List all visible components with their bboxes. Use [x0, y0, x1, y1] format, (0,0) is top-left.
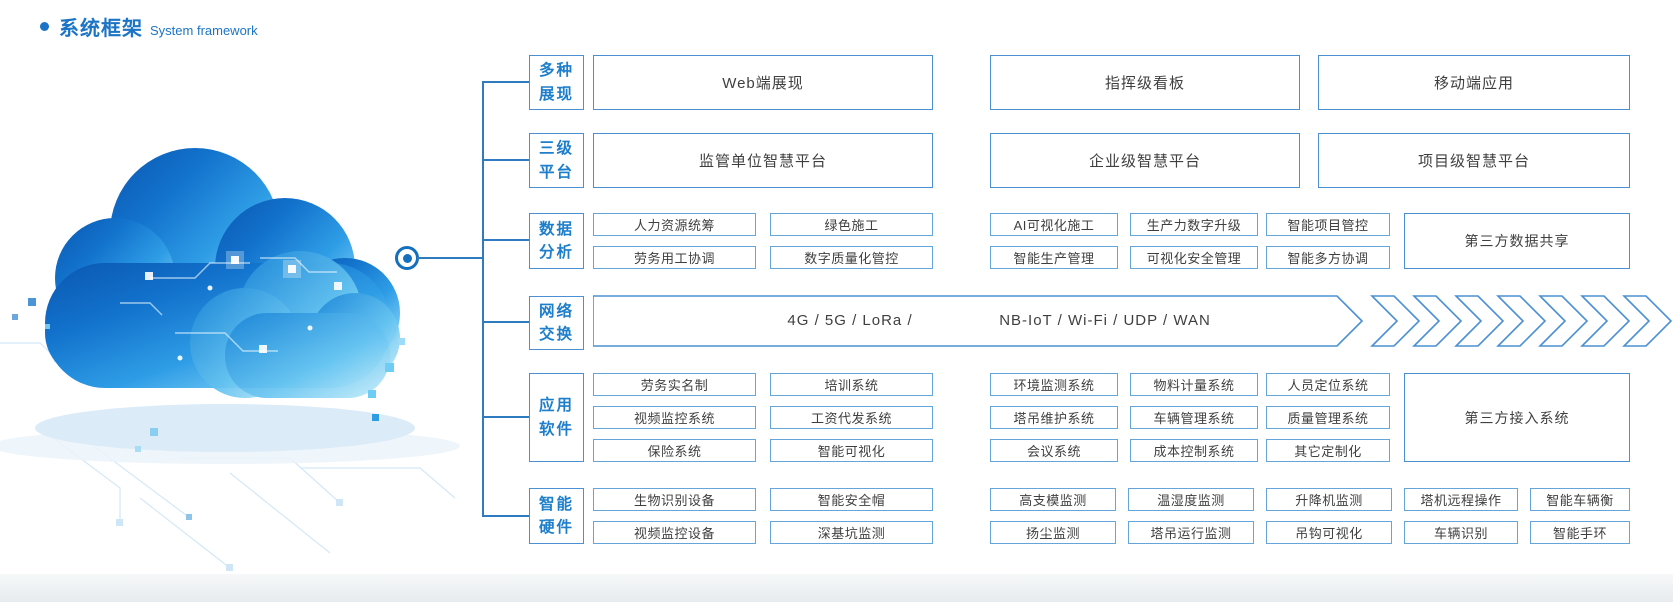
- diagram-box: 智能手环: [1530, 521, 1630, 544]
- diagram-box: 智能安全帽: [770, 488, 933, 511]
- diagram-box: 升降机监测: [1266, 488, 1392, 511]
- connector-spine: [482, 81, 484, 517]
- diagram-box: 生物识别设备: [593, 488, 756, 511]
- diagram-box: 可视化安全管理: [1130, 246, 1258, 269]
- diagram-box: 环境监测系统: [990, 373, 1118, 396]
- hub-node-icon: [395, 246, 419, 270]
- chevron-arrows-icon: [1370, 295, 1673, 347]
- diagram-box: 车辆管理系统: [1130, 406, 1258, 429]
- connector-stub: [483, 239, 529, 241]
- connector-stub: [483, 159, 529, 161]
- diagram-box: 其它定制化: [1266, 439, 1390, 462]
- floor-strip: [0, 574, 1673, 602]
- connector-stub: [483, 416, 529, 418]
- diagram-box: 吊钩可视化: [1266, 521, 1392, 544]
- diagram-box: 项目级智慧平台: [1318, 133, 1630, 188]
- diagram-box: 第三方数据共享: [1404, 213, 1630, 269]
- network-protocols-right: NB-IoT / Wi-Fi / UDP / WAN: [999, 312, 1211, 329]
- connector-stub: [483, 81, 529, 83]
- tier-label-display: 多种展现: [529, 55, 584, 110]
- tier-label-data-analysis: 数据分析: [529, 213, 584, 269]
- diagram-box: 塔吊运行监测: [1128, 521, 1254, 544]
- bullet-dot-icon: [40, 22, 49, 31]
- diagram-box: 物料计量系统: [1130, 373, 1258, 396]
- diagram-box: 车辆识别: [1404, 521, 1518, 544]
- tier-label-hardware: 智能硬件: [529, 488, 584, 544]
- diagram-box: Web端展现: [593, 55, 933, 110]
- cloud-front-lobe: [190, 251, 400, 398]
- network-band: 4G / 5G / LoRa / NB-IoT / Wi-Fi / UDP / …: [593, 294, 1673, 348]
- diagram-box: 视频监控设备: [593, 521, 756, 544]
- tier-label-network: 网络交换: [529, 296, 584, 350]
- diagram-box: 温湿度监测: [1128, 488, 1254, 511]
- diagram-box: 视频监控系统: [593, 406, 756, 429]
- tier-label-platform: 三级平台: [529, 133, 584, 188]
- page-title: 系统框架 System framework: [40, 12, 258, 41]
- diagram-box: 智能多方协调: [1266, 246, 1390, 269]
- diagram-box: 劳务用工协调: [593, 246, 756, 269]
- diagram-box: 保险系统: [593, 439, 756, 462]
- diagram-box: 企业级智慧平台: [990, 133, 1300, 188]
- page-title-zh: 系统框架: [59, 18, 143, 40]
- diagram-box: 会议系统: [990, 439, 1118, 462]
- diagram-box: 移动端应用: [1318, 55, 1630, 110]
- diagram-box: 塔吊维护系统: [990, 406, 1118, 429]
- tier-label-application: 应用软件: [529, 373, 584, 462]
- floating-squares: [12, 298, 405, 452]
- diagram-box: 塔机远程操作: [1404, 488, 1518, 511]
- diagram-box: 数字质量化管控: [770, 246, 933, 269]
- diagram-box: 工资代发系统: [770, 406, 933, 429]
- diagram-box: 培训系统: [770, 373, 933, 396]
- diagram-box: 成本控制系统: [1130, 439, 1258, 462]
- diagram-box: 智能生产管理: [990, 246, 1118, 269]
- page-title-en: System framework: [150, 23, 258, 38]
- connector-stub: [483, 515, 529, 517]
- connector-stub: [483, 321, 529, 323]
- diagram-box: 绿色施工: [770, 213, 933, 236]
- diagram-box: 人力资源统筹: [593, 213, 756, 236]
- connector-line: [417, 257, 483, 259]
- diagram-box: 高支模监测: [990, 488, 1116, 511]
- diagram-box: 智能车辆衡: [1530, 488, 1630, 511]
- diagram-box: 指挥级看板: [990, 55, 1300, 110]
- diagram-box: 智能项目管控: [1266, 213, 1390, 236]
- diagram-box: 生产力数字升级: [1130, 213, 1258, 236]
- diagram-box: 人员定位系统: [1266, 373, 1390, 396]
- network-protocols-left: 4G / 5G / LoRa /: [787, 312, 913, 329]
- diagram-box: 劳务实名制: [593, 373, 756, 396]
- diagram-box: 第三方接入系统: [1404, 373, 1630, 462]
- cloud-illustration: [0, 148, 460, 571]
- diagram-box: 质量管理系统: [1266, 406, 1390, 429]
- diagram-box: 监管单位智慧平台: [593, 133, 933, 188]
- diagram-box: 深基坑监测: [770, 521, 933, 544]
- diagram-box: 智能可视化: [770, 439, 933, 462]
- diagram-box: AI可视化施工: [990, 213, 1118, 236]
- diagram-box: 扬尘监测: [990, 521, 1116, 544]
- cloud-glow-squares: [145, 251, 342, 361]
